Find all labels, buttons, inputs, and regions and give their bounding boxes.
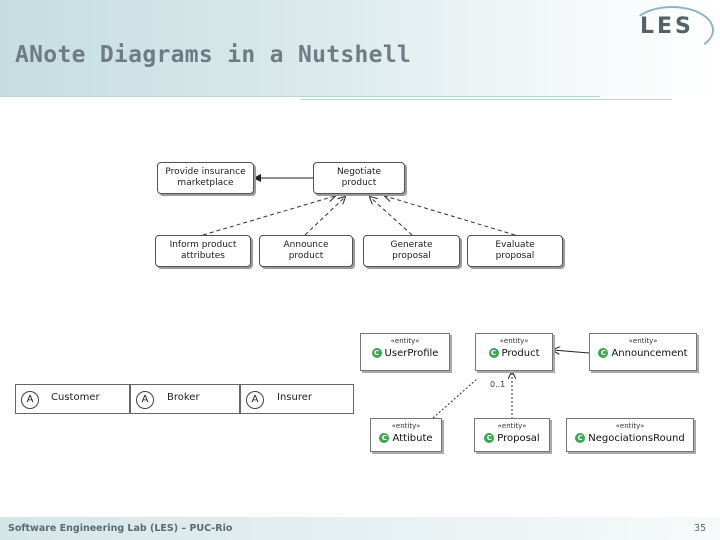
entity-name: NegociationsRound [588,433,685,444]
stereotype-label: «entity» [628,337,658,345]
edge-attribute-product [432,377,479,419]
slide-title: ANote Diagrams in a Nutshell [15,42,412,68]
agent-icon: A [136,391,154,409]
footer-band [0,517,720,540]
task-generate-proposal: Generate proposal [363,235,460,267]
class-icon: C [598,348,609,358]
task-label: Evaluate proposal [495,240,535,261]
footer-text: Software Engineering Lab (LES) – PUC-Rio [8,523,233,534]
header-band [0,0,720,96]
task-announce-product: Announce product [259,235,353,267]
edge-inform-negotiate [202,196,335,236]
entity-name: Proposal [497,433,540,444]
class-icon: C [379,433,390,443]
task-label: Inform product attributes [169,240,237,261]
task-evaluate-proposal: Evaluate proposal [467,235,563,267]
logo-ring [630,6,714,54]
agent-name: Broker [167,392,200,403]
agent-name: Insurer [277,392,312,403]
task-label: Announce product [283,240,329,261]
les-logo: LES [640,14,694,39]
multiplicity-label: 0..1 [490,380,506,389]
agent-broker: A Broker [130,384,240,414]
edge-announcement-product [553,350,590,353]
stereotype-label: «entity» [391,422,421,430]
edge-generate-negotiate [370,197,413,236]
entity-name: Attibute [392,433,433,444]
agent-insurer: A Insurer [240,384,354,414]
task-negotiate-product: Negotiate product [313,162,405,194]
edge-announce-negotiate [304,197,345,236]
stereotype-label: «entity» [390,337,420,345]
class-icon: C [484,433,495,443]
entity-name: UserProfile [384,348,439,359]
page-number: 35 [694,523,707,534]
task-label: Negotiate product [336,167,382,188]
entity-name: Product [501,348,540,359]
agent-customer: A Customer [15,384,130,414]
entity-name: Announcement [611,348,688,359]
stereotype-label: «entity» [499,337,529,345]
stereotype-label: «entity» [497,422,527,430]
class-icon: C [575,433,586,443]
agent-icon: A [21,391,39,409]
header-divider [0,96,600,97]
stereotype-label: «entity» [615,422,645,430]
header-divider-2 [300,99,672,100]
edge-evaluate-negotiate [385,196,516,236]
agent-icon: A [246,391,264,409]
task-provide-insurance-marketplace: Provide insurance marketplace [157,162,254,194]
task-label: Provide insurance marketplace [165,167,246,188]
task-label: Generate proposal [390,240,433,261]
class-icon: C [488,348,499,358]
class-icon: C [371,348,382,358]
task-inform-product-attributes: Inform product attributes [155,235,251,267]
agent-name: Customer [51,392,100,403]
